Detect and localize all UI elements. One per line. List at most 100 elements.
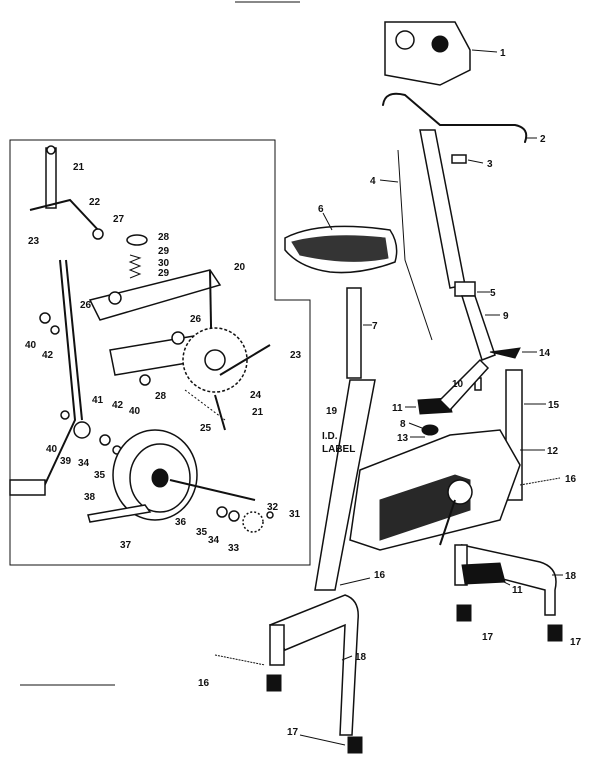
part-seat-knob — [421, 424, 439, 436]
label-37: 37 — [120, 540, 132, 551]
label-11-upper: 11 — [392, 403, 403, 414]
part-crank-arm-lower — [219, 344, 271, 376]
part-flywheel — [112, 429, 198, 521]
part-bushing-26-left — [108, 291, 122, 305]
part-drive-sprocket — [182, 327, 248, 393]
label-13: 13 — [397, 433, 409, 444]
part-console — [384, 21, 471, 86]
label-40-left: 40 — [25, 340, 37, 351]
label-16-center: 16 — [374, 570, 386, 581]
part-crank-arm-upper — [29, 145, 104, 240]
label-42-center: 42 — [112, 400, 124, 411]
part-washer-41 — [60, 410, 70, 420]
label-39: 39 — [60, 456, 72, 467]
label-16-right: 16 — [565, 474, 577, 485]
part-main-frame — [314, 358, 521, 591]
label-id-line2: LABEL — [322, 444, 355, 455]
label-7: 7 — [372, 321, 378, 332]
label-34-lower: 34 — [208, 535, 220, 546]
label-23-lower: 23 — [290, 350, 302, 361]
label-40-center: 40 — [129, 406, 141, 417]
part-inner-frame — [9, 259, 222, 496]
label-29-upper: 29 — [158, 246, 170, 257]
label-34-upper: 34 — [78, 458, 90, 469]
label-12: 12 — [547, 446, 559, 457]
part-brake-strap — [87, 504, 152, 523]
label-26-right: 26 — [190, 314, 202, 325]
label-18-front: 18 — [355, 652, 367, 663]
part-foot-17-rear-left — [456, 604, 472, 622]
label-2: 2 — [540, 134, 546, 145]
label-17-rear-left: 17 — [482, 632, 494, 643]
label-23-upper: 23 — [28, 236, 40, 247]
label-16-left: 16 — [198, 678, 210, 689]
part-nut-34-lower — [228, 510, 240, 522]
label-26-left: 26 — [80, 300, 92, 311]
part-frame-crank-hub — [447, 479, 473, 505]
part-seat — [284, 225, 398, 274]
label-5: 5 — [490, 288, 496, 299]
part-bolt-16-center — [339, 577, 371, 586]
label-28-upper: 28 — [158, 232, 170, 243]
part-chain — [184, 389, 226, 421]
label-9: 9 — [503, 311, 509, 322]
label-10: 10 — [452, 379, 464, 390]
part-knob-28 — [126, 234, 148, 246]
label-1: 1 — [500, 48, 506, 59]
label-3: 3 — [487, 159, 493, 170]
label-8: 8 — [400, 419, 406, 430]
part-foot-17-front-right — [347, 736, 363, 754]
label-38: 38 — [84, 492, 96, 503]
label-21-lower: 21 — [252, 407, 264, 418]
part-tension-knob — [489, 347, 521, 359]
part-bushing-26-right — [171, 331, 185, 345]
label-35-upper: 35 — [94, 470, 106, 481]
part-nut-35-lower — [216, 506, 228, 518]
part-spring — [128, 254, 142, 279]
part-front-stabilizer — [268, 594, 359, 736]
label-24: 24 — [250, 390, 262, 401]
label-30: 30 — [158, 258, 170, 269]
label-21-upper: 21 — [73, 162, 85, 173]
part-washer-42-upper — [50, 325, 60, 335]
label-17-front: 17 — [287, 727, 299, 738]
part-foot-17-front-left — [266, 674, 282, 692]
label-36: 36 — [175, 517, 187, 528]
label-29-lower: 29 — [158, 268, 170, 279]
label-41: 41 — [92, 395, 104, 406]
label-40-inset-lower: 40 — [46, 444, 58, 455]
label-22: 22 — [89, 197, 101, 208]
part-handlebar-clamp — [451, 154, 467, 164]
label-28-lower: 28 — [155, 391, 167, 402]
detail-inset-border — [9, 139, 311, 566]
part-bolt-16-left — [214, 654, 266, 666]
part-nut-35-upper — [99, 434, 111, 446]
label-15: 15 — [548, 400, 560, 411]
label-17-rear-right: 17 — [570, 637, 582, 648]
label-25: 25 — [200, 423, 212, 434]
part-sprocket-39 — [73, 421, 91, 439]
part-axle — [169, 479, 256, 501]
part-foot-17-rear-right — [547, 624, 563, 642]
part-frame-crank-arm — [439, 499, 456, 546]
label-35-lower: 35 — [196, 527, 208, 538]
label-42-left: 42 — [42, 350, 54, 361]
part-handlebar-post — [419, 129, 496, 361]
label-31: 31 — [289, 509, 301, 520]
label-32: 32 — [267, 502, 279, 513]
part-crank-pedal-arm — [214, 394, 226, 431]
label-4: 4 — [370, 176, 376, 187]
label-27: 27 — [113, 214, 125, 225]
label-19: 19 — [326, 406, 338, 417]
part-tension-cable — [397, 149, 433, 341]
label-6: 6 — [318, 204, 324, 215]
label-20: 20 — [234, 262, 246, 273]
part-nut-40-upper — [39, 312, 51, 324]
label-11-lower: 11 — [512, 585, 523, 596]
part-seat-post — [346, 287, 362, 379]
part-bolt-16-right — [519, 477, 561, 486]
part-washer-32 — [266, 511, 274, 519]
label-18-rear: 18 — [565, 571, 577, 582]
